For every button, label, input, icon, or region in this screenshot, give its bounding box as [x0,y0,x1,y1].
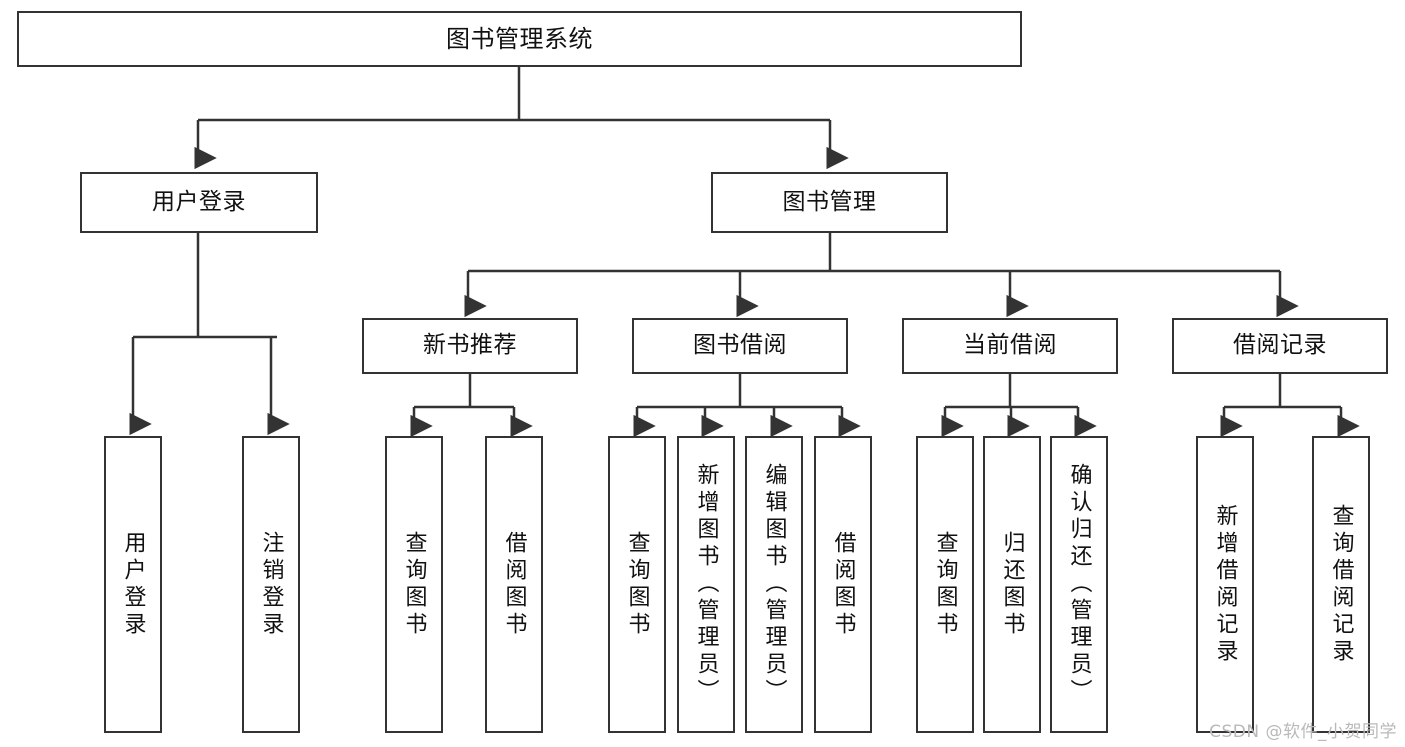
node-label: 借阅图书 [501,530,527,639]
node-label: 借阅图书 [830,530,856,639]
leaf-edit-book-admin[interactable]: 编辑图书（管理员） [745,436,803,733]
node-label: 编辑图书（管理员） [761,463,787,706]
node-label: 查询图书 [932,530,958,639]
node-label: 查询图书 [401,530,427,639]
node-label: 借阅记录 [1233,332,1327,359]
node-label: 用户登录 [120,530,146,639]
csdn-watermark: CSDN @软件_小贺同学 [1209,722,1397,742]
leaf-query-borrow-record[interactable]: 查询借阅记录 [1312,436,1370,733]
node-label: 查询图书 [624,530,650,639]
leaf-user-login[interactable]: 用户登录 [104,436,162,733]
node-label: 用户登录 [152,188,246,215]
node-book-borrow[interactable]: 图书借阅 [632,318,848,374]
node-label: 新增借阅记录 [1212,503,1238,666]
leaf-add-book-admin[interactable]: 新增图书（管理员） [677,436,735,733]
node-current-borrow[interactable]: 当前借阅 [902,318,1118,374]
leaf-borrow-book-borrow[interactable]: 借阅图书 [814,436,872,733]
node-label: 确认归还（管理员） [1066,463,1092,706]
leaf-return-book[interactable]: 归还图书 [983,436,1041,733]
node-book-management[interactable]: 图书管理 [711,172,948,233]
leaf-logout-login[interactable]: 注销登录 [242,436,300,733]
node-label: 图书借阅 [693,332,787,359]
leaf-borrow-book-recommend[interactable]: 借阅图书 [485,436,543,733]
node-user-login[interactable]: 用户登录 [80,172,318,233]
leaf-query-book-recommend[interactable]: 查询图书 [385,436,443,733]
node-label: 查询借阅记录 [1328,503,1354,666]
node-new-book-recommend[interactable]: 新书推荐 [362,318,578,374]
node-label: 新增图书（管理员） [693,463,719,706]
leaf-query-book-current[interactable]: 查询图书 [916,436,974,733]
leaf-query-book-borrow[interactable]: 查询图书 [608,436,666,733]
node-label: 新书推荐 [423,332,517,359]
node-borrow-record[interactable]: 借阅记录 [1172,318,1388,374]
leaf-confirm-return-admin[interactable]: 确认归还（管理员） [1050,436,1108,733]
leaf-add-borrow-record[interactable]: 新增借阅记录 [1196,436,1254,733]
node-label: 当前借阅 [963,332,1057,359]
node-label: 图书管理 [782,188,877,215]
node-label: 图书管理系统 [446,24,593,53]
node-root-book-management-system[interactable]: 图书管理系统 [17,11,1022,67]
node-label: 注销登录 [258,530,284,639]
node-label: 归还图书 [999,530,1025,639]
